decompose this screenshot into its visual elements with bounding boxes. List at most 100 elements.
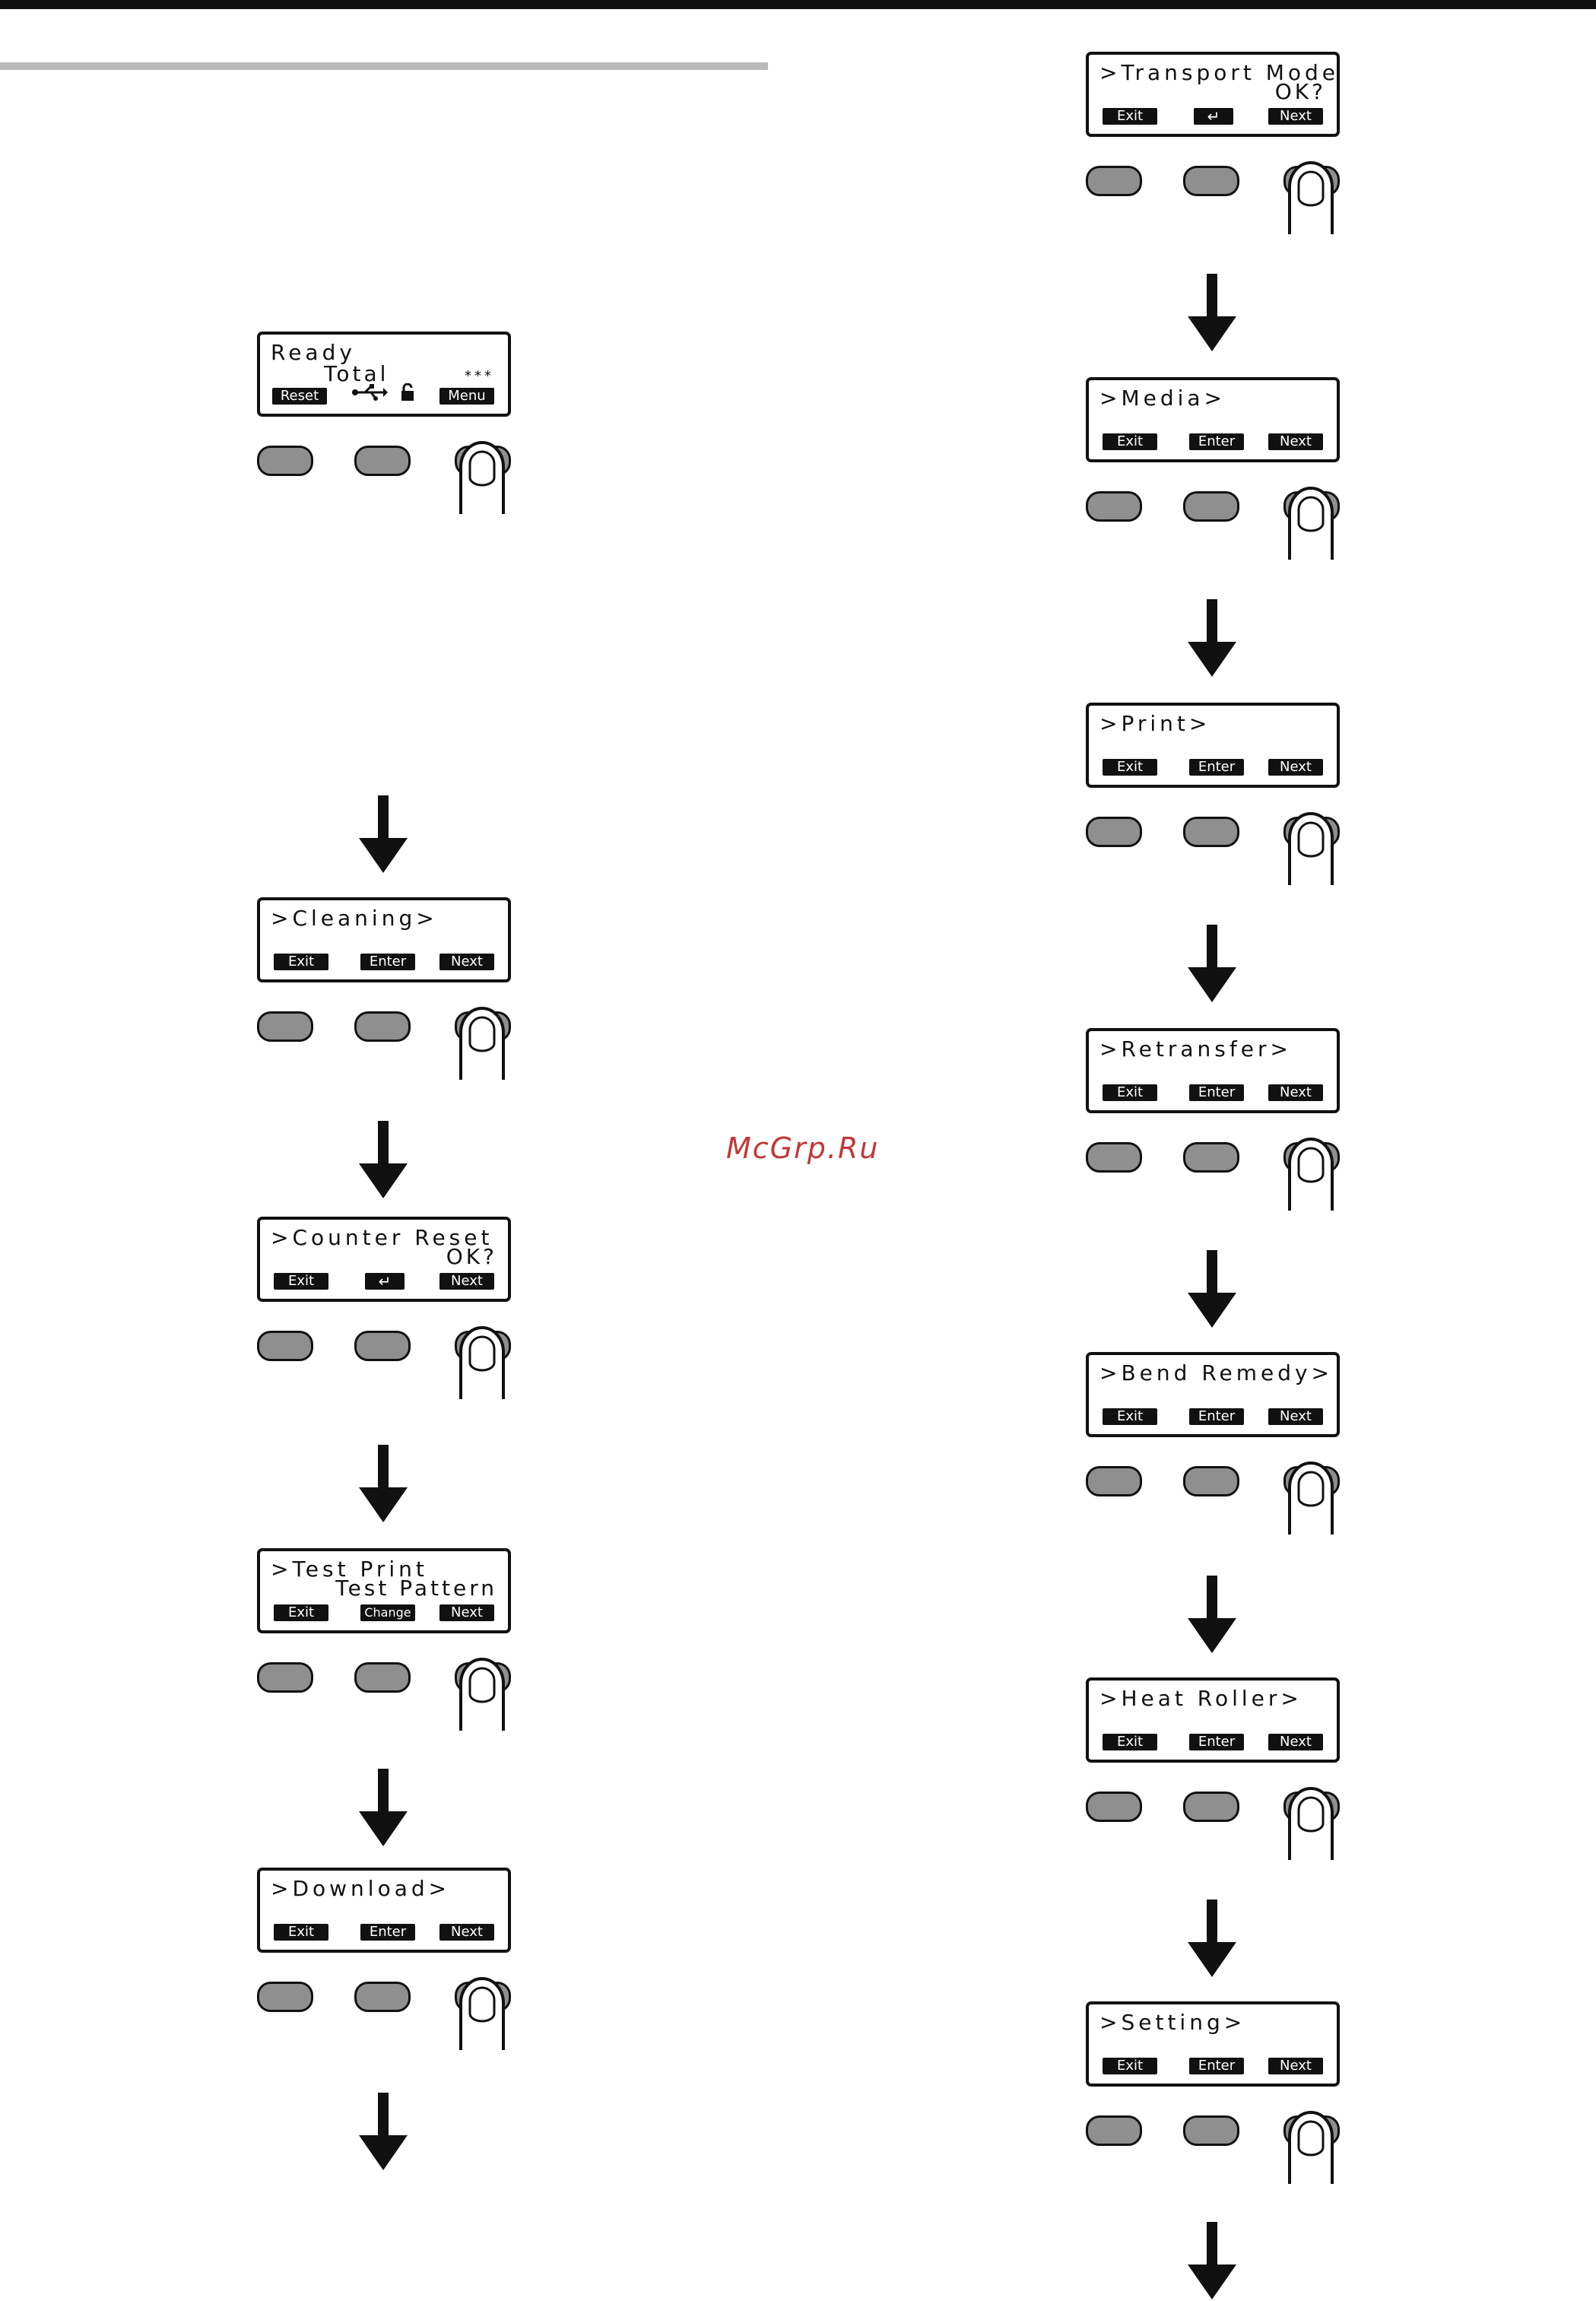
lcd-line1: >Media>: [1099, 386, 1226, 411]
lcd-screen: >Heat Roller> Exit Enter Next: [1086, 1677, 1340, 1763]
left-button[interactable]: [1086, 1142, 1142, 1173]
softkey-enter: Enter: [1189, 1734, 1244, 1750]
softkey-next: Next: [1268, 759, 1323, 776]
lcd-line1: >Test Print: [271, 1557, 428, 1582]
softkey-exit: Exit: [1103, 1408, 1157, 1425]
down-arrow-icon: [1188, 1576, 1236, 1653]
finger-icon: [459, 1977, 505, 2050]
left-button[interactable]: [1086, 817, 1142, 847]
softkey-exit: Exit: [274, 1604, 328, 1621]
lcd-line2: OK?: [1274, 79, 1326, 104]
softkey-next: Next: [439, 1604, 494, 1621]
lcd-line1: >Setting>: [1099, 2010, 1246, 2035]
left-button[interactable]: [1086, 1466, 1142, 1496]
finger-icon: [1288, 812, 1334, 885]
lcd-screen: >Print> Exit Enter Next: [1086, 703, 1340, 788]
center-button[interactable]: [1183, 491, 1239, 522]
status-indicator: ***: [465, 368, 494, 384]
lcd-line1: >Retransfer>: [1099, 1036, 1292, 1062]
softkey-next: Next: [1268, 1408, 1323, 1425]
softkey-exit: Exit: [1103, 108, 1157, 125]
section-rule: [0, 62, 768, 70]
down-arrow-icon: [1188, 925, 1236, 1002]
left-button[interactable]: [1086, 166, 1142, 196]
center-button[interactable]: [354, 1982, 411, 2012]
panel-transport-mode: >Transport Mode OK? Exit ↵ Next: [1086, 52, 1344, 234]
lcd-screen: >Transport Mode OK? Exit ↵ Next: [1086, 52, 1340, 137]
left-button[interactable]: [1086, 491, 1142, 522]
softkey-exit: Exit: [274, 1924, 328, 1941]
left-button[interactable]: [257, 1662, 313, 1693]
lcd-line1: >Print>: [1099, 711, 1211, 736]
lcd-line1: >Cleaning>: [271, 906, 438, 931]
softkey-next: Next: [1268, 2058, 1323, 2074]
center-button[interactable]: [354, 1011, 411, 1042]
lcd-screen: >Counter Reset OK? Exit ↵ Next: [257, 1217, 511, 1302]
softkey-enter: Enter: [1189, 2058, 1244, 2074]
lcd-screen: Ready Total *** Reset Menu: [257, 332, 511, 417]
down-arrow-icon: [1188, 599, 1236, 677]
softkey-exit: Exit: [1103, 1734, 1157, 1750]
softkey-enter: Enter: [360, 1924, 415, 1941]
lcd-line1: >Heat Roller>: [1099, 1686, 1303, 1711]
finger-icon: [459, 1007, 505, 1080]
finger-icon: [1288, 2111, 1334, 2184]
left-button[interactable]: [257, 446, 313, 476]
watermark: McGrp.Ru: [726, 1131, 880, 1165]
enter-return-icon: ↵: [365, 1273, 405, 1290]
left-button[interactable]: [257, 1982, 313, 2012]
lcd-screen: >Bend Remedy> Exit Enter Next: [1086, 1352, 1340, 1437]
softkey-menu-label: Menu: [439, 388, 494, 405]
softkey-exit: Exit: [1103, 433, 1157, 450]
softkey-enter: Enter: [1189, 433, 1244, 450]
down-arrow-icon: [359, 2093, 408, 2170]
lcd-screen: >Retransfer> Exit Enter Next: [1086, 1028, 1340, 1113]
finger-icon: [1288, 1787, 1334, 1860]
finger-icon: [1288, 161, 1334, 234]
finger-icon: [459, 441, 505, 514]
usb-icon: [351, 383, 388, 407]
lcd-line2: Total: [324, 361, 389, 386]
panel-test-print: >Test Print Test Pattern Exit Change Nex…: [257, 1548, 516, 1731]
lcd-line1: >Download>: [271, 1876, 451, 1901]
softkey-enter: Enter: [360, 954, 415, 970]
lcd-line1: >Counter Reset: [271, 1225, 493, 1250]
softkey-exit: Exit: [274, 1273, 328, 1290]
center-button[interactable]: [1183, 1466, 1239, 1496]
lock-icon: [400, 382, 415, 405]
center-button[interactable]: [354, 1331, 411, 1361]
softkey-next: Next: [1268, 1084, 1323, 1101]
finger-icon: [1288, 487, 1334, 560]
center-button[interactable]: [1183, 2115, 1239, 2146]
panel-retransfer: >Retransfer> Exit Enter Next: [1086, 1028, 1344, 1211]
left-button[interactable]: [257, 1011, 313, 1042]
softkey-enter: Enter: [1189, 759, 1244, 776]
softkey-enter: Enter: [1189, 1084, 1244, 1101]
panel-bend-remedy: >Bend Remedy> Exit Enter Next: [1086, 1352, 1344, 1535]
center-button[interactable]: [354, 446, 411, 476]
lcd-screen: >Cleaning> Exit Enter Next: [257, 897, 511, 982]
center-button[interactable]: [1183, 1792, 1239, 1822]
lcd-line1: >Bend Remedy>: [1099, 1360, 1334, 1385]
lcd-screen: >Media> Exit Enter Next: [1086, 377, 1340, 462]
left-button[interactable]: [257, 1331, 313, 1361]
left-button[interactable]: [1086, 1792, 1142, 1822]
panel-download: >Download> Exit Enter Next: [257, 1868, 516, 2050]
finger-icon: [459, 1326, 505, 1399]
center-button[interactable]: [1183, 817, 1239, 847]
down-arrow-icon: [1188, 1250, 1236, 1328]
lcd-line2: OK?: [446, 1244, 497, 1269]
down-arrow-icon: [359, 795, 408, 873]
softkey-enter: Enter: [1189, 1408, 1244, 1425]
down-arrow-icon: [359, 1769, 408, 1846]
lcd-screen: >Download> Exit Enter Next: [257, 1868, 511, 1953]
center-button[interactable]: [1183, 1142, 1239, 1173]
center-button[interactable]: [354, 1662, 411, 1693]
center-button[interactable]: [1183, 166, 1239, 196]
lcd-screen: >Test Print Test Pattern Exit Change Nex…: [257, 1548, 511, 1633]
top-rule: [0, 0, 1596, 9]
lcd-line1: >Transport Mode: [1099, 60, 1340, 85]
left-button[interactable]: [1086, 2115, 1142, 2146]
softkey-exit: Exit: [1103, 2058, 1157, 2074]
panel-counter-reset: >Counter Reset OK? Exit ↵ Next: [257, 1217, 516, 1399]
